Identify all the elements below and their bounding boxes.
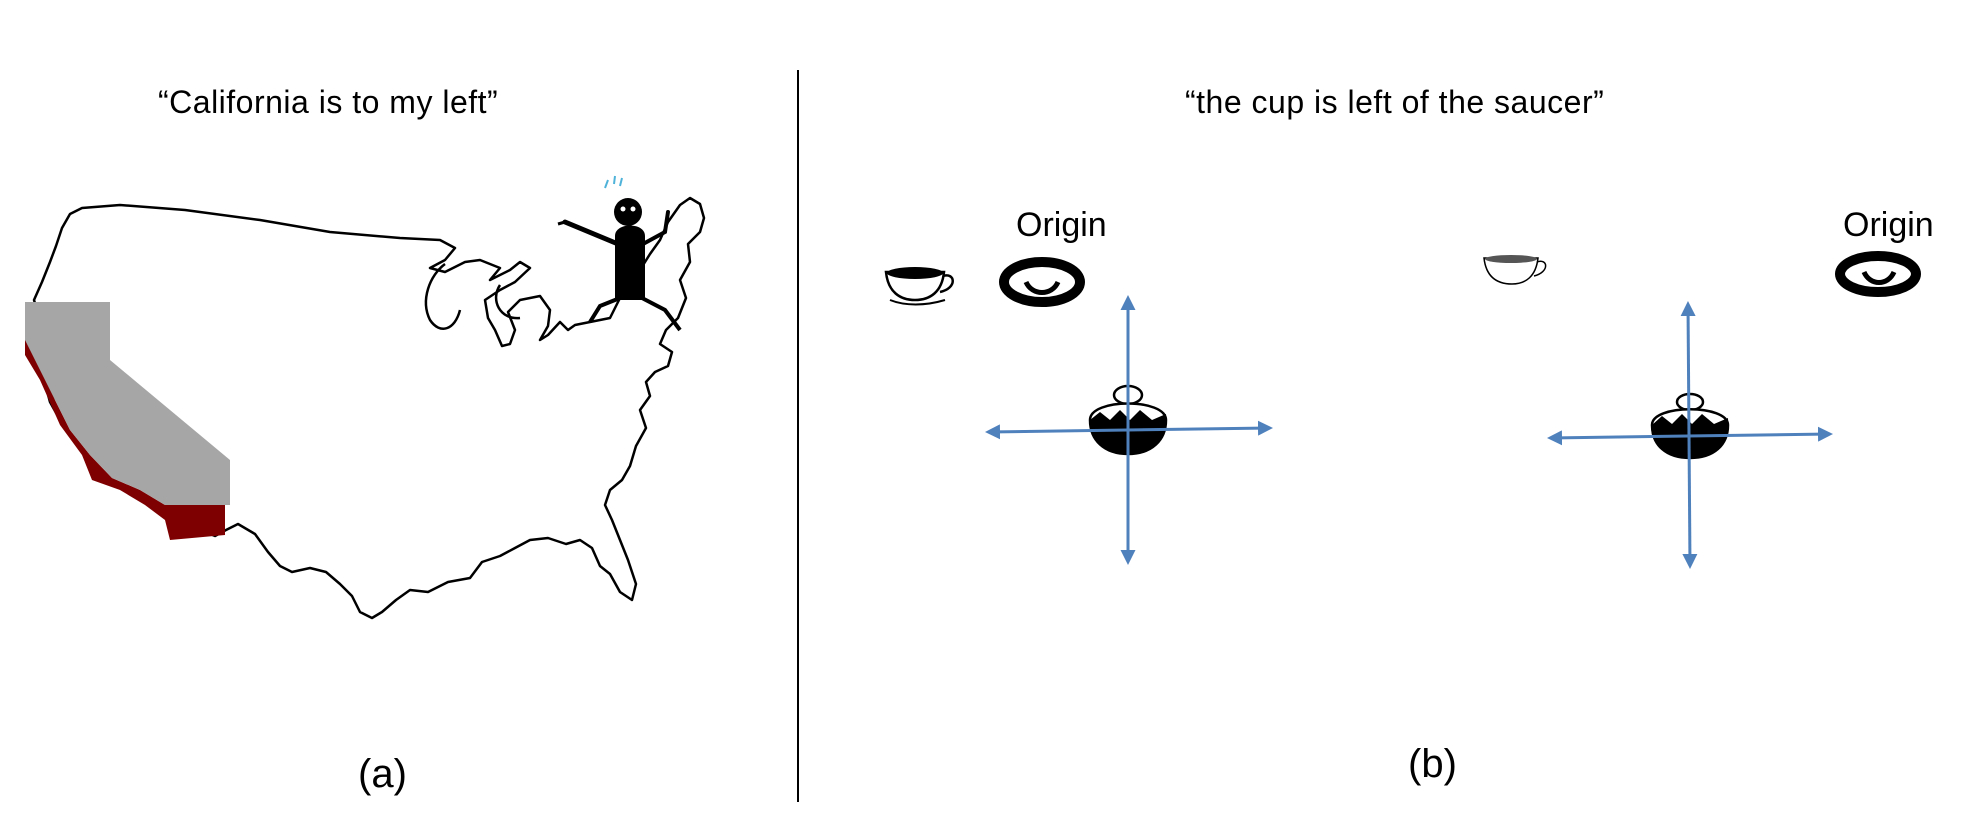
california-3d-icon (25, 302, 230, 540)
stick-figure-pointing-icon (557, 175, 682, 332)
axis-arrows-icon (985, 295, 1273, 565)
origin-label-right: Origin (1843, 206, 1934, 244)
teacup-icon (884, 267, 954, 306)
panel-b-quote: “the cup is left of the saucer” (1185, 84, 1605, 120)
panel-a-label: (a) (358, 752, 407, 796)
saucer-icon (1835, 251, 1921, 297)
panel-divider (797, 70, 799, 802)
teacup-icon (1483, 255, 1547, 285)
axis-arrows-icon (1547, 301, 1833, 569)
saucer-icon (999, 257, 1085, 307)
panel-b-label: (b) (1408, 742, 1457, 786)
panel-a-quote: “California is to my left” (158, 84, 499, 120)
origin-label-left: Origin (1016, 206, 1107, 244)
